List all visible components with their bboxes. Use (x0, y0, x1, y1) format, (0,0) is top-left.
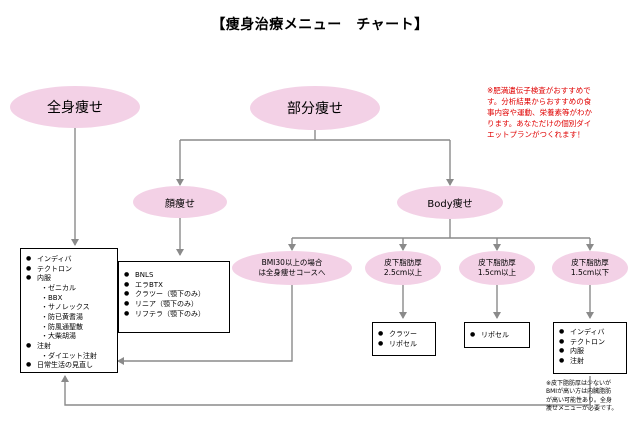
list-item: ・防已黄耆湯 (41, 312, 83, 321)
list-item: ・大柴胡湯 (41, 332, 76, 341)
gene-test-note: ※肥満遺伝子検査がおすすめで す。分析結果からおすすめの食 事内容や運動、栄養素… (487, 86, 637, 140)
node-fat-15-up-line: 1.5cm以上 (477, 268, 517, 277)
list-item: クラツー（顎下のみ） (123, 290, 225, 300)
note-line: 事内容や運動、栄養素等がわか (487, 107, 592, 117)
list-item: 注射 (558, 357, 622, 367)
note-line: す。分析結果からおすすめの食 (487, 96, 592, 106)
node-partial-label: 部分痩せ (287, 101, 343, 117)
box-fat-15-up: リポセル (464, 322, 530, 348)
node-fat-25-line: 皮下脂肪厚 (384, 257, 422, 267)
node-face-label: 顔痩せ (165, 198, 195, 210)
node-fat-15-down: 皮下脂肪厚 1.5cm以下 (552, 251, 628, 285)
node-fat-15-up: 皮下脂肪厚 1.5cm以上 (459, 251, 535, 285)
footnote-line: BMIが高い方は内臓脂肪 (546, 388, 612, 396)
bmi-footnote: ※皮下脂肪厚は少ないが BMIが高い方は内臓脂肪 が高い可能性あり。全身 痩せメ… (546, 380, 638, 414)
node-bmi-line: BMI30以上の場合 (261, 257, 323, 267)
list-item: 注射 (25, 342, 113, 352)
list-item: インディバ (558, 328, 622, 338)
node-fat-25: 皮下脂肪厚 2.5cm以上 (365, 251, 441, 285)
list-item: 日常生活の見直し (25, 361, 113, 371)
node-full-body-label: 全身痩せ (47, 100, 103, 116)
node-fat-15-down-line: 1.5cm以下 (570, 268, 610, 277)
list-item: ・ゼニカル (41, 283, 76, 292)
list-item: リポセル (377, 340, 431, 350)
note-line: ※肥満遺伝子検査がおすすめで (487, 86, 591, 95)
list-item: リニア（顎下のみ） (123, 300, 225, 310)
footnote-line: 痩せメニューが必要です。 (546, 405, 618, 413)
list-item: ・ダイエット注射 (41, 351, 97, 360)
list-item: ・防風通聖散 (41, 322, 83, 331)
footnote-line: ※皮下脂肪厚は少ないが (546, 380, 612, 387)
list-item: リポセル (469, 331, 525, 341)
box-face: BNLS エラBTX クラツー（顎下のみ） リニア（顎下のみ） リフテラ（顎下の… (118, 261, 230, 333)
box-full-body: インディバ テクトロン 内服 ・ゼニカル ・BBX ・サノレックス ・防已黄耆湯… (20, 248, 118, 373)
box-fat-15-down: インディバ テクトロン 内服 注射 (553, 322, 627, 374)
note-line: ります。あなただけの個別ダイ (487, 118, 592, 128)
list-item: リフテラ（顎下のみ） (123, 310, 225, 320)
list-item: インディバ (25, 255, 113, 265)
footnote-line: が高い可能性あり。全身 (546, 396, 612, 404)
list-item: 内服 (558, 347, 622, 357)
node-full-body: 全身痩せ (10, 86, 140, 128)
list-item: BNLS (123, 271, 225, 281)
list-item: 内服 (25, 274, 113, 284)
page-title: 【痩身治療メニュー チャート】 (211, 17, 429, 33)
list-item: エラBTX (123, 281, 225, 291)
connector-bmi-to-full-body (117, 284, 293, 365)
node-bmi-line: は全身痩せコースへ (258, 268, 326, 277)
node-body-label: Body痩せ (427, 199, 473, 210)
node-fat-15-down-line: 皮下脂肪厚 (571, 257, 609, 267)
list-item: クラツー (377, 330, 431, 340)
list-item: テクトロン (25, 265, 113, 275)
list-item: ・BBX (41, 293, 63, 302)
node-fat-15-up-line: 皮下脂肪厚 (478, 257, 516, 267)
list-item: ・サノレックス (41, 303, 90, 312)
note-line: エットプランがつくれます！ (487, 129, 585, 139)
node-partial: 部分痩せ (250, 86, 380, 130)
list-item: テクトロン (558, 338, 622, 348)
box-fat-25: クラツー リポセル (372, 322, 436, 356)
node-bmi: BMI30以上の場合 は全身痩せコースへ (232, 251, 352, 285)
node-body: Body痩せ (397, 186, 503, 219)
connector-footnote-loop (61, 375, 591, 406)
node-fat-25-line: 2.5cm以上 (383, 268, 423, 277)
node-face: 顔痩せ (133, 186, 227, 218)
